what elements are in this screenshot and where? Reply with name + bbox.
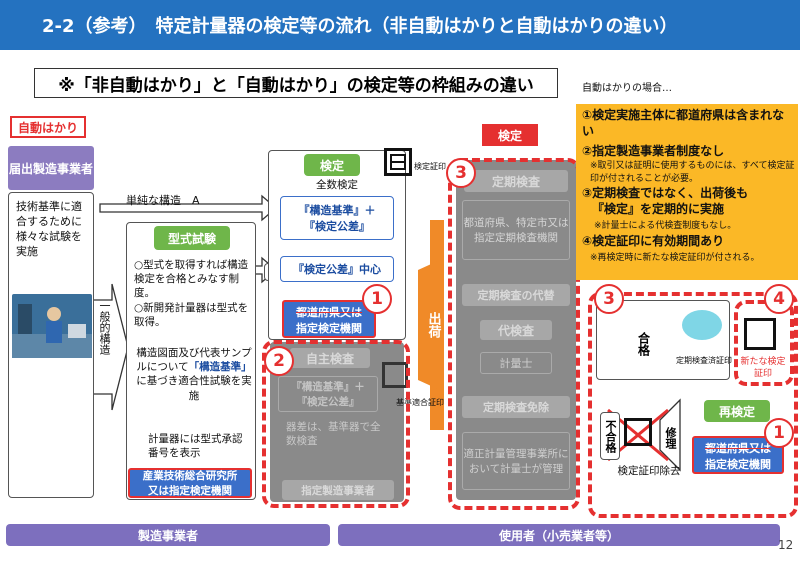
self-desc: 器差は、基準器で全数検査 bbox=[286, 421, 381, 448]
periodic-sticker-icon bbox=[682, 310, 722, 340]
page-title: 2-2（参考） 特定計量器の検定等の流れ（非自動はかりと自動はかりの違い） bbox=[42, 16, 678, 37]
designated-maker-box: 指定製造事業者 bbox=[282, 480, 394, 500]
note-4: ④検定証印に有効期間あり bbox=[582, 234, 725, 248]
inspection-mark-label: 検定証印 bbox=[414, 162, 446, 171]
new-mark-icon bbox=[744, 318, 776, 350]
remove-label: 検定証印除去 bbox=[617, 465, 681, 477]
std-box-1: 『構造基準』＋ 『検定公差』 bbox=[280, 196, 394, 240]
ship-label: 出荷 bbox=[425, 312, 441, 338]
approval-number-text: 計量器には型式承認番号を表示 bbox=[148, 433, 243, 460]
notes-head: 自動はかりの場合… bbox=[582, 83, 672, 94]
periodic-heading: 定期検査 bbox=[464, 170, 568, 192]
registered-maker-box: 届出製造事業者 bbox=[8, 146, 94, 190]
inspection-mark-icon bbox=[384, 148, 412, 176]
self-inspect-heading: 自主検査 bbox=[290, 348, 370, 368]
type-test-panel bbox=[126, 222, 256, 500]
removed-mark-icon bbox=[624, 418, 652, 446]
center-designated-box: 都道府県又は指定検定機関 bbox=[282, 300, 376, 338]
proxy-inspect: 代検査 bbox=[480, 320, 552, 340]
circle-2: 2 bbox=[264, 346, 294, 376]
note-1: ①検定実施主体に都道府県は含まれない bbox=[582, 108, 785, 138]
sticker-label: 定期検査済証印 bbox=[676, 356, 732, 365]
type-test-heading: 型式試験 bbox=[154, 226, 230, 250]
designated-body: 指定検定機関 bbox=[296, 322, 362, 335]
std-box-2: 『検定公差』中心 bbox=[280, 256, 394, 282]
self-inspect-panel bbox=[270, 342, 404, 502]
notes-panel bbox=[576, 104, 798, 280]
note-3-sub: ※計量士による代検査制度もなし。 bbox=[594, 221, 737, 231]
circle-1-right: 1 bbox=[764, 418, 794, 448]
periodic-alt: 定期検査の代替 bbox=[462, 284, 570, 306]
dashed-region-3b bbox=[588, 292, 798, 518]
note-2-sub: ※取引又は証明に使用するものには、すべて検定証印が付されることが必要。 bbox=[590, 161, 795, 184]
prefecture-struck: 都道府県又は bbox=[296, 306, 362, 319]
footer-user: 使用者（小売業者等） bbox=[338, 524, 780, 546]
note-3a: ③定期検査ではなく、出荷後も bbox=[582, 186, 749, 200]
new-mark-label: 新たな検定証印 bbox=[740, 357, 786, 380]
full-inspect-label: 全数検定 bbox=[316, 179, 358, 191]
dashed-region-2 bbox=[262, 340, 410, 508]
right-prefecture-struck: 都道府県又は bbox=[705, 442, 771, 455]
repair-label: 修理 bbox=[664, 427, 677, 449]
reinspect-heading: 再検定 bbox=[704, 400, 770, 422]
right-designated-body: 指定検定機関 bbox=[705, 458, 771, 471]
automatic-scale-tag: 自動はかり bbox=[10, 116, 86, 138]
note-4-sub: ※再検定時に新たな検定証印が付される。 bbox=[590, 253, 760, 263]
type-test-desc: ○型式を取得すれば構造検定を合格とみなす制度。 ○新開発計量器は型式を取得。 bbox=[134, 259, 249, 328]
inspect-heading: 検定 bbox=[304, 154, 360, 176]
subtitle: ※「非自動はかり」と「自動はかり」の検定等の枠組みの違い bbox=[34, 68, 558, 98]
drawing-desc: 構造図面及び代表サンプルについて「構造基準」に基づき適合性試験を実施 bbox=[136, 347, 252, 402]
fail-label: 不合格 bbox=[600, 412, 620, 460]
circle-3-b: 3 bbox=[594, 284, 624, 314]
note-3b: 『検定』を定期的に実施 bbox=[592, 202, 725, 216]
circle-3-a: 3 bbox=[446, 158, 476, 188]
factory-photo bbox=[12, 294, 92, 358]
note-2: ②指定製造事業者制度なし bbox=[582, 144, 725, 158]
circle-4: 4 bbox=[764, 284, 794, 314]
exempt-desc: 適正計量管理事業所において計量士が管理 bbox=[462, 432, 570, 490]
exempt-heading: 定期検査免除 bbox=[462, 396, 570, 418]
self-std-box: 『構造基準』＋ 『検定公差』 bbox=[278, 376, 378, 412]
structure-standard-highlight: 「構造基準」 bbox=[188, 361, 252, 374]
aist-box: 産業技術総合研究所 又は指定検定機関 bbox=[128, 468, 252, 498]
title-bar: 2-2（参考） 特定計量器の検定等の流れ（非自動はかりと自動はかりの違い） bbox=[0, 0, 800, 50]
pass-label: 合格 bbox=[636, 332, 651, 356]
simple-structure-label: 単純な構造 A bbox=[126, 194, 200, 207]
general-structure-label: 一般的構造 bbox=[98, 300, 111, 355]
right-inspect-tag: 検定 bbox=[482, 124, 538, 146]
circle-1-center: 1 bbox=[362, 284, 392, 314]
periodic-org: 都道府県、特定市又は指定定期検査機関 bbox=[462, 200, 570, 260]
page-number: 12 bbox=[778, 538, 794, 552]
surveyor-box: 計量士 bbox=[480, 352, 552, 374]
footer-maker: 製造事業者 bbox=[6, 524, 330, 546]
standard-mark-label: 基準適合証印 bbox=[396, 398, 444, 407]
dashed-region-3a bbox=[448, 158, 580, 510]
maker-text: 技術基準に適合するために様々な試験を実施 bbox=[16, 200, 82, 258]
